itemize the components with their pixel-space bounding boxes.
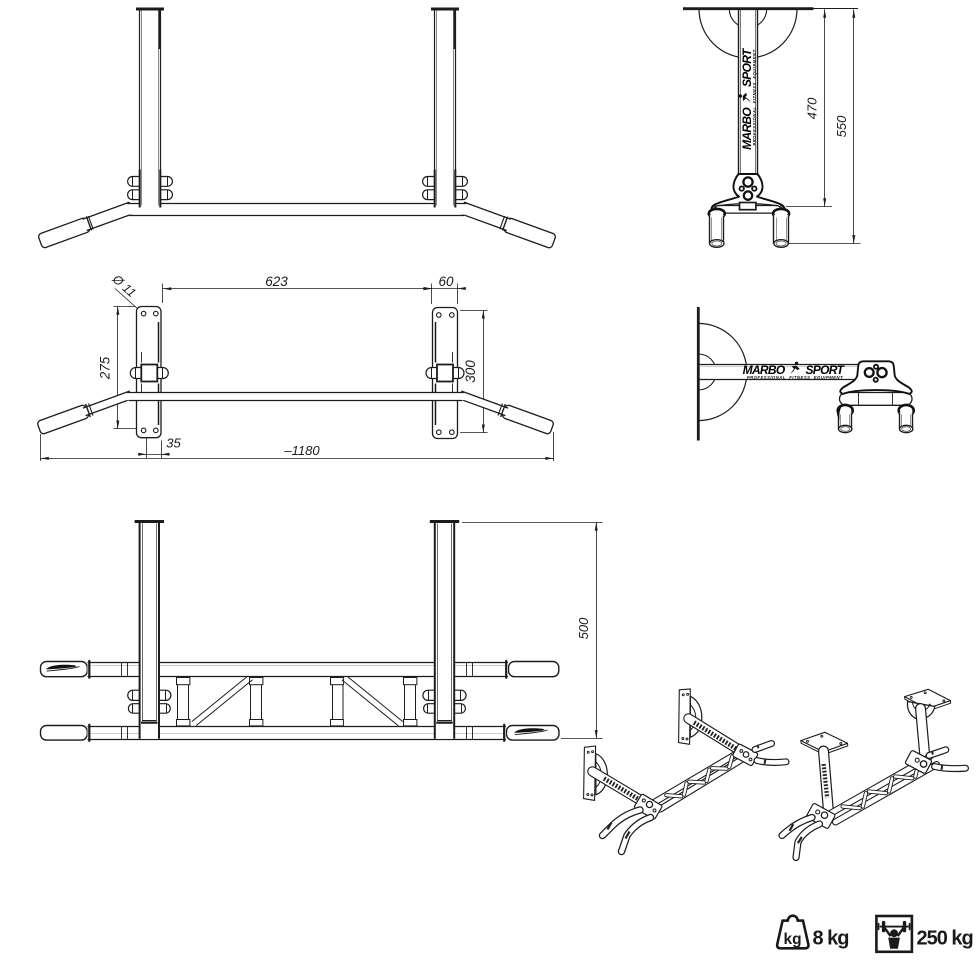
svg-text:623: 623 — [265, 274, 288, 289]
svg-text:8 kg: 8 kg — [813, 928, 849, 950]
svg-text:470: 470 — [805, 97, 820, 119]
svg-text:60: 60 — [438, 274, 454, 289]
svg-text:550: 550 — [834, 115, 849, 137]
svg-text:35: 35 — [166, 436, 181, 451]
svg-text:kg: kg — [784, 931, 802, 948]
svg-text:500: 500 — [576, 617, 591, 639]
svg-text:SPORT: SPORT — [806, 363, 846, 377]
svg-text:MARBO: MARBO — [740, 107, 754, 150]
svg-text:300: 300 — [463, 360, 478, 383]
svg-text:SPORT: SPORT — [740, 47, 754, 87]
svg-text:MARBO: MARBO — [743, 363, 786, 377]
svg-text:275: 275 — [98, 356, 113, 380]
svg-text:250 kg: 250 kg — [917, 928, 973, 950]
svg-text:–1180: –1180 — [283, 443, 320, 458]
svg-text:PROFESSIONAL FITNESS EQUIPME: PROFESSIONAL FITNESS EQUIPMENT — [752, 49, 757, 145]
svg-text:PROFESSIONAL FITNESS EQUIPME: PROFESSIONAL FITNESS EQUIPMENT — [747, 375, 843, 380]
